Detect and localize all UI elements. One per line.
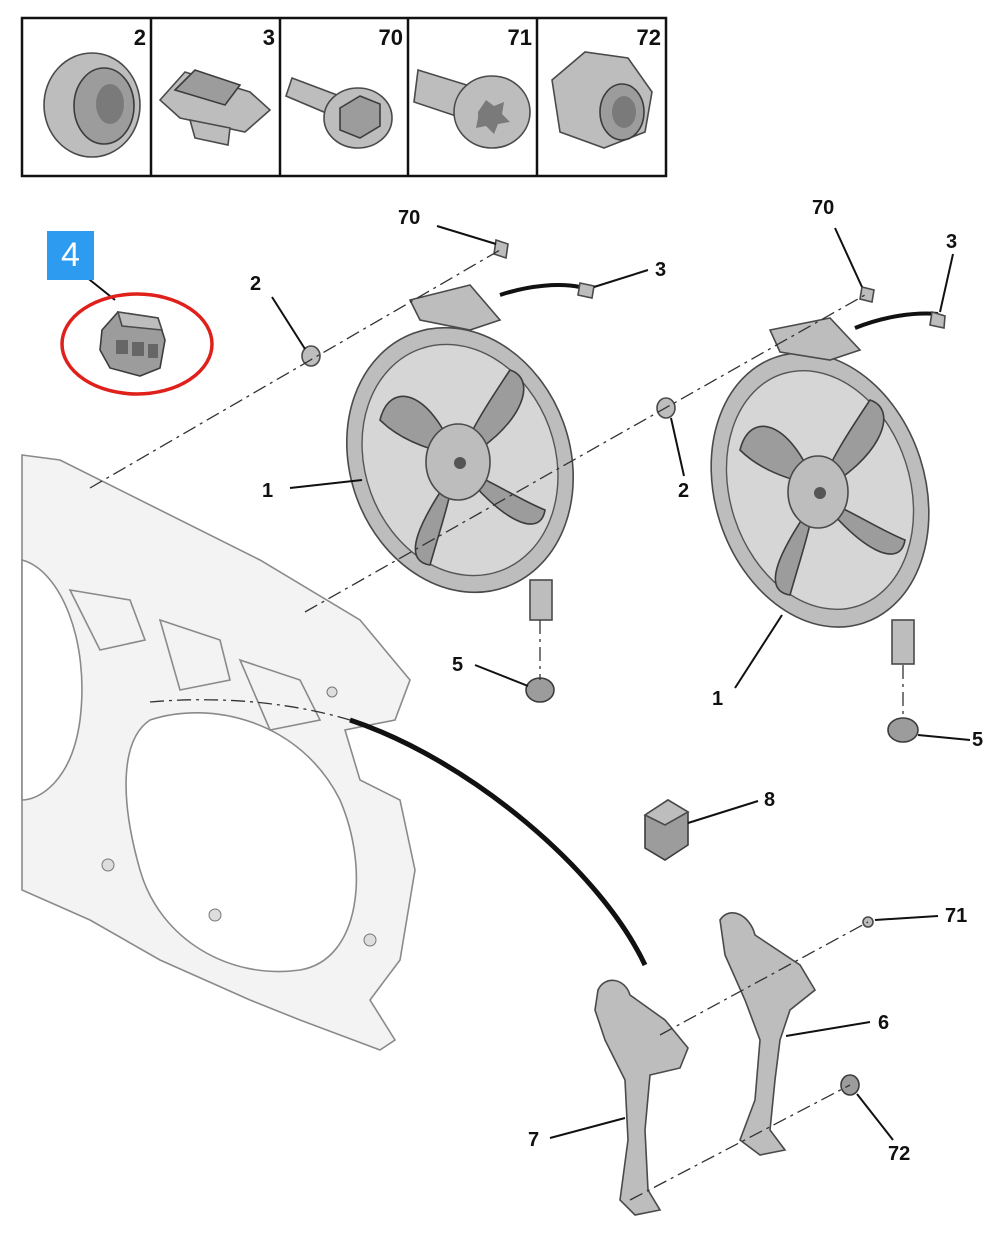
callout-3-right: 3	[946, 231, 957, 253]
callout-6: 6	[878, 1012, 889, 1034]
flange-bolt-icon	[285, 76, 393, 149]
highlight-circle	[60, 292, 214, 396]
legend-label-70: 70	[379, 25, 403, 50]
torx-screw-icon	[413, 68, 531, 149]
legend-label-3: 3	[263, 25, 275, 50]
highlight-badge-label: 4	[61, 236, 80, 274]
grommet-icon	[43, 52, 141, 158]
callout-8: 8	[764, 789, 775, 811]
fan-assembly-left	[345, 283, 581, 621]
clip-right	[929, 310, 946, 329]
callout-1-left: 1	[262, 480, 273, 502]
resistor-module	[79, 271, 166, 377]
callout-2-left: 2	[250, 273, 261, 295]
leader-lines	[271, 225, 971, 1141]
damper-left	[525, 677, 555, 703]
highlight-badge	[47, 231, 94, 280]
radiator-mounting-frame	[21, 454, 416, 1051]
fastener-legend-table: 2 3 70 71 72	[20, 16, 668, 178]
callout-5-left: 5	[452, 654, 463, 676]
clip-nut-icon	[158, 69, 272, 146]
connector-8	[643, 799, 690, 861]
damper-right	[887, 717, 919, 743]
callout-70-right: 70	[812, 197, 834, 219]
bracket-7	[594, 979, 689, 1216]
bolt-right	[859, 286, 875, 303]
fan-assembly-right	[710, 311, 939, 665]
hex-nut-icon	[551, 51, 653, 149]
callout-5-right: 5	[972, 729, 983, 751]
clip-left	[577, 282, 595, 299]
callout-71: 71	[945, 905, 967, 927]
assembly-lines	[89, 249, 904, 1201]
callout-1-right: 1	[712, 688, 723, 710]
bracket-6	[719, 912, 817, 1156]
bolt-left	[493, 238, 509, 260]
callout-70-left: 70	[398, 207, 420, 229]
callout-2-right: 2	[678, 480, 689, 502]
callout-numbers: 70 3 2 1 2 5 70 3 1 5 8 71 6 7 72	[250, 197, 983, 1165]
legend-label-72: 72	[637, 25, 661, 50]
grommet-left	[301, 345, 321, 367]
callout-7: 7	[528, 1129, 539, 1151]
callout-3-left: 3	[655, 259, 666, 281]
callout-72: 72	[888, 1143, 910, 1165]
legend-label-71: 71	[508, 25, 532, 50]
legend-label-2: 2	[134, 25, 146, 50]
